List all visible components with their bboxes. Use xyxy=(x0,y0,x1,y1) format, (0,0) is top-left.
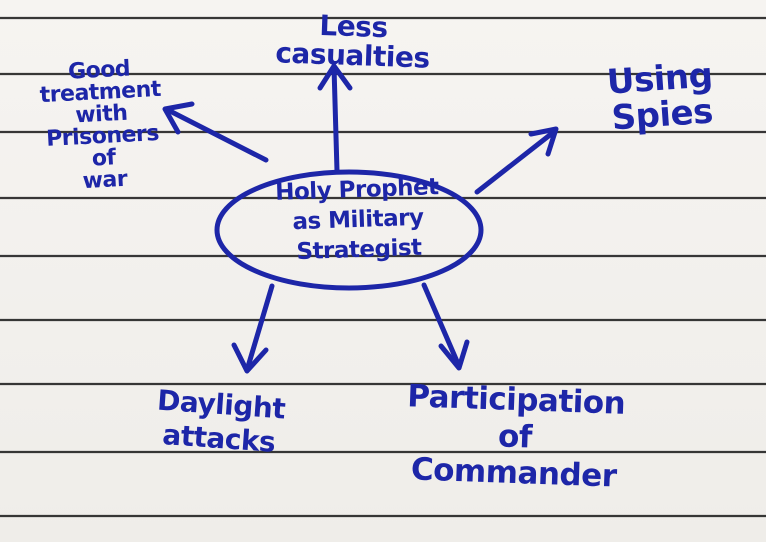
ruled-line-1 xyxy=(0,16,766,20)
ruled-line-2 xyxy=(0,72,766,76)
center-ellipse xyxy=(214,169,484,291)
ruled-line-3 xyxy=(0,130,766,134)
ruled-line-9 xyxy=(0,514,766,518)
arrow-to-bottom-left-head xyxy=(231,342,269,374)
arrow-to-bottom-right xyxy=(421,282,462,369)
ruled-line-4 xyxy=(0,196,766,200)
arrow-to-bottom-left xyxy=(244,283,275,373)
ruled-line-6 xyxy=(0,318,766,322)
ruled-line-5 xyxy=(0,254,766,258)
arrow-to-top-head xyxy=(317,63,353,91)
arrow-to-top-left-head xyxy=(162,101,195,135)
arrow-to-right-head xyxy=(528,126,559,157)
node-good-treatment: Good treatment with Prisoners of war xyxy=(39,56,162,195)
ruled-line-7 xyxy=(0,382,766,386)
ruled-line-8 xyxy=(0,450,766,454)
arrow-to-bottom-right-head xyxy=(438,339,470,371)
center-topic: Holy Prophet as Military Strategist xyxy=(274,174,440,265)
node-less-casualties: Less casualties xyxy=(274,8,431,76)
arrow-to-top-left xyxy=(163,106,269,163)
node-using-spies: Using Spies xyxy=(605,55,715,139)
node-daylight-attacks: Daylight attacks xyxy=(156,383,287,460)
node-participation: Participation of Commander xyxy=(406,378,626,495)
arrow-to-top xyxy=(331,64,340,174)
arrow-to-right xyxy=(474,128,558,195)
